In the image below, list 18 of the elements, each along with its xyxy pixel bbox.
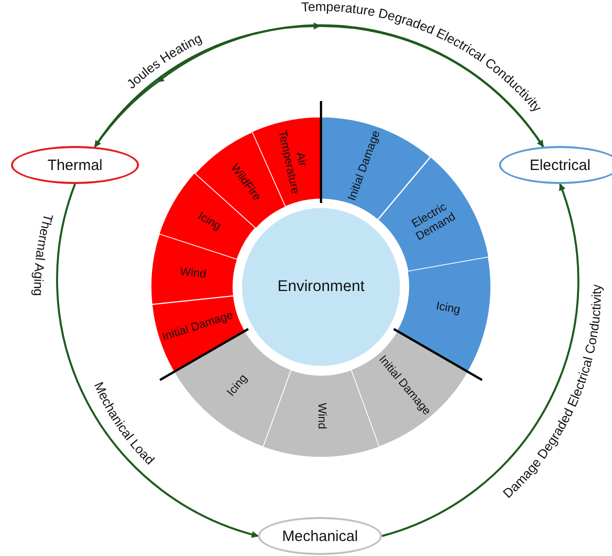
segment-label: Icing	[434, 300, 462, 319]
ring-segment	[152, 296, 245, 372]
node-label: Thermal	[47, 156, 102, 174]
segment-label: Air Temperature	[274, 128, 310, 197]
node-label: Electrical	[530, 156, 590, 174]
segment-label: Initial Damage	[160, 308, 236, 346]
ring-segment	[151, 234, 238, 305]
segment-label: Wind	[178, 264, 208, 282]
ring-segment	[262, 370, 380, 457]
node-label: Environment	[277, 278, 364, 296]
arrow	[382, 183, 580, 537]
ring-segment	[351, 331, 468, 447]
segment-label: Icing	[195, 210, 224, 236]
segment-label: Wind	[314, 402, 328, 432]
node-label: Mechanical	[282, 528, 358, 544]
arrow	[56, 184, 259, 538]
ellipse-node	[499, 146, 612, 184]
ring-segment	[378, 156, 488, 272]
